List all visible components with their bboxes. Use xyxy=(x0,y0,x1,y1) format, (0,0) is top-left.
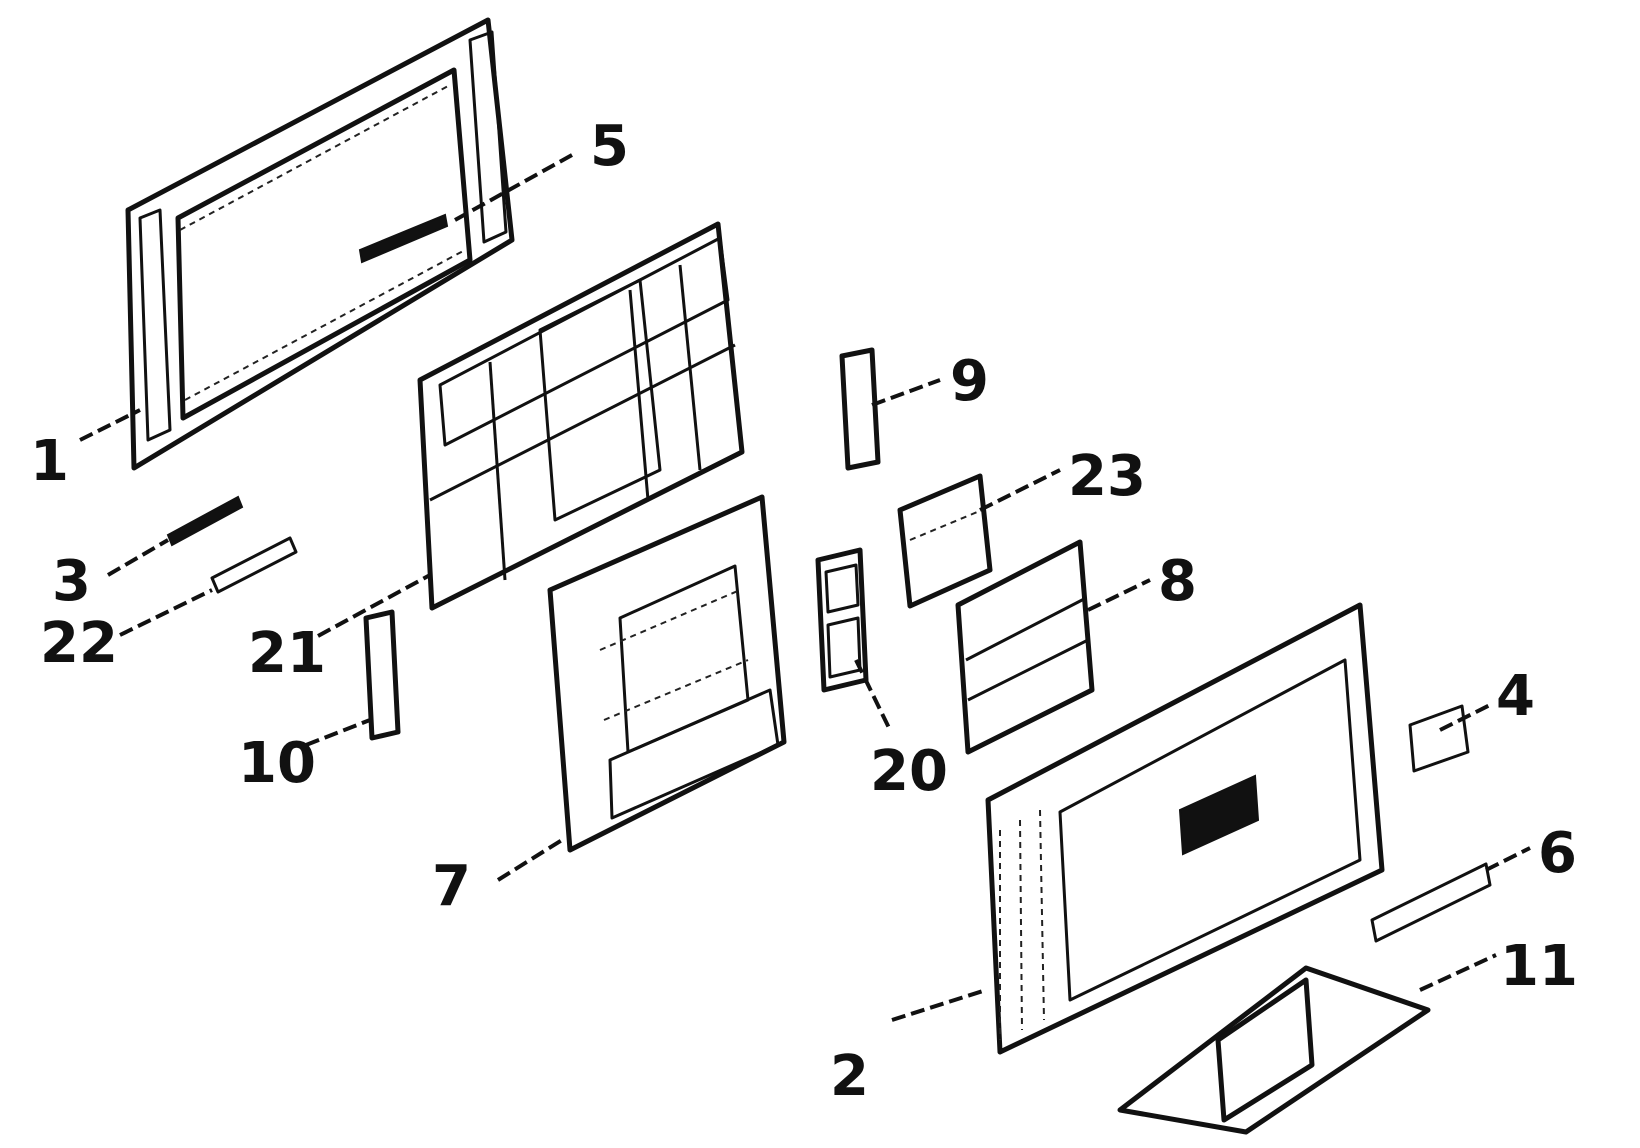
part-2-back-cover xyxy=(985,602,1385,1055)
part-22-bar xyxy=(210,536,298,594)
leader-21 xyxy=(317,573,431,638)
callout-6: 6 xyxy=(1538,821,1577,886)
leader-8 xyxy=(1087,578,1151,612)
part-7-board-chassis xyxy=(547,494,787,853)
leader-22 xyxy=(119,588,213,637)
part-10-upright xyxy=(363,609,401,741)
part-23-board xyxy=(897,473,993,609)
part-1-front-bezel xyxy=(125,17,515,471)
leader-9 xyxy=(871,378,941,407)
callout-20: 20 xyxy=(870,739,948,804)
callout-9: 9 xyxy=(950,349,989,414)
callout-23: 23 xyxy=(1068,444,1146,509)
leader-10 xyxy=(305,718,371,747)
callout-3: 3 xyxy=(52,549,91,614)
part-21-rear-frame xyxy=(417,221,745,611)
part-9-upright-block xyxy=(839,347,881,471)
leader-3 xyxy=(106,538,170,577)
leader-23 xyxy=(979,468,1061,512)
leader-2 xyxy=(891,988,987,1022)
leader-6 xyxy=(1485,846,1531,872)
callout-11: 11 xyxy=(1500,934,1578,999)
callout-7: 7 xyxy=(432,854,471,919)
leader-5 xyxy=(454,153,573,222)
callout-2: 2 xyxy=(830,1044,869,1109)
part-3-rod xyxy=(166,495,244,547)
leader-1 xyxy=(79,408,141,442)
leader-20 xyxy=(854,659,892,731)
callout-4: 4 xyxy=(1496,664,1535,729)
part-11-stand-base xyxy=(1117,965,1431,1135)
part-8-bracket-plate xyxy=(955,539,1095,755)
leader-4 xyxy=(1439,703,1491,732)
leader-lines xyxy=(79,153,1531,1022)
callout-1: 1 xyxy=(30,429,69,494)
part-4-label xyxy=(1408,704,1470,773)
leader-7 xyxy=(496,838,564,882)
callout-8: 8 xyxy=(1158,549,1197,614)
callout-22: 22 xyxy=(40,611,118,676)
leader-11 xyxy=(1419,953,1497,992)
callout-10: 10 xyxy=(238,731,316,796)
part-6-bar xyxy=(1370,862,1492,943)
callout-21: 21 xyxy=(248,621,326,686)
callouts: 1 2 3 4 5 6 7 8 9 10 11 20 21 22 23 xyxy=(30,114,1578,1109)
callout-5: 5 xyxy=(590,114,629,179)
